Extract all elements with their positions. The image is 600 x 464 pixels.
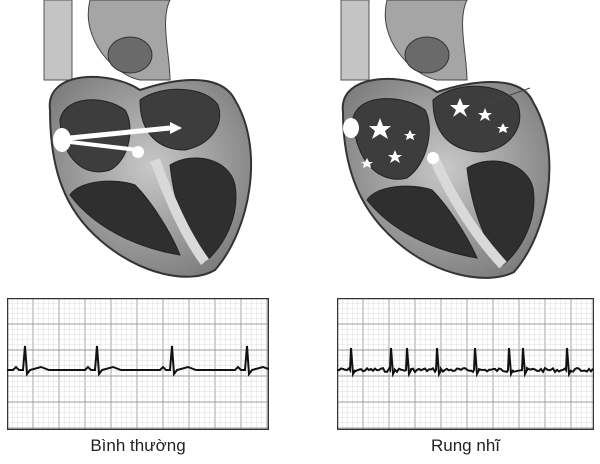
ecg-grid bbox=[7, 298, 269, 430]
impulse-star bbox=[369, 118, 391, 139]
vena-cava bbox=[340, 0, 370, 81]
caption-af: Rung nhĩ bbox=[431, 436, 500, 455]
conduction-pathway bbox=[69, 125, 171, 141]
pointer-line bbox=[484, 87, 531, 105]
heart-af-illustration bbox=[340, 0, 551, 279]
ecg-strip-af bbox=[337, 298, 594, 430]
ecg-trace-af bbox=[337, 347, 594, 378]
heart-normal-illustration bbox=[43, 0, 253, 278]
conduction-pathway-2 bbox=[69, 140, 139, 152]
sa-node bbox=[343, 118, 359, 138]
left-atrium bbox=[432, 85, 521, 153]
av-node bbox=[427, 152, 439, 164]
ecg-grid bbox=[337, 298, 594, 430]
caption-normal: Bình thường bbox=[90, 436, 186, 455]
impulse-star bbox=[497, 123, 509, 133]
impulse-star bbox=[450, 98, 470, 117]
impulse-star bbox=[478, 108, 492, 121]
left-atrium bbox=[139, 88, 221, 151]
septum bbox=[150, 158, 210, 265]
ecg-frame bbox=[7, 298, 269, 430]
impulse-star bbox=[388, 150, 402, 163]
ecg-trace-normal bbox=[7, 345, 269, 377]
fibrillation-impulses bbox=[361, 98, 509, 168]
sa-node bbox=[53, 128, 71, 152]
vena-cava bbox=[43, 0, 73, 81]
impulse-star bbox=[404, 130, 416, 140]
aortic-opening bbox=[404, 36, 450, 74]
ecg-strip-normal bbox=[7, 298, 269, 430]
arrow-head bbox=[170, 122, 182, 134]
right-ventricle bbox=[69, 180, 181, 256]
av-node bbox=[132, 146, 144, 158]
right-ventricle bbox=[366, 185, 478, 259]
aortic-opening bbox=[107, 36, 153, 74]
impulse-star bbox=[361, 158, 373, 168]
left-ventricle bbox=[466, 160, 535, 266]
ecg-frame bbox=[337, 298, 594, 430]
septum bbox=[430, 157, 507, 269]
